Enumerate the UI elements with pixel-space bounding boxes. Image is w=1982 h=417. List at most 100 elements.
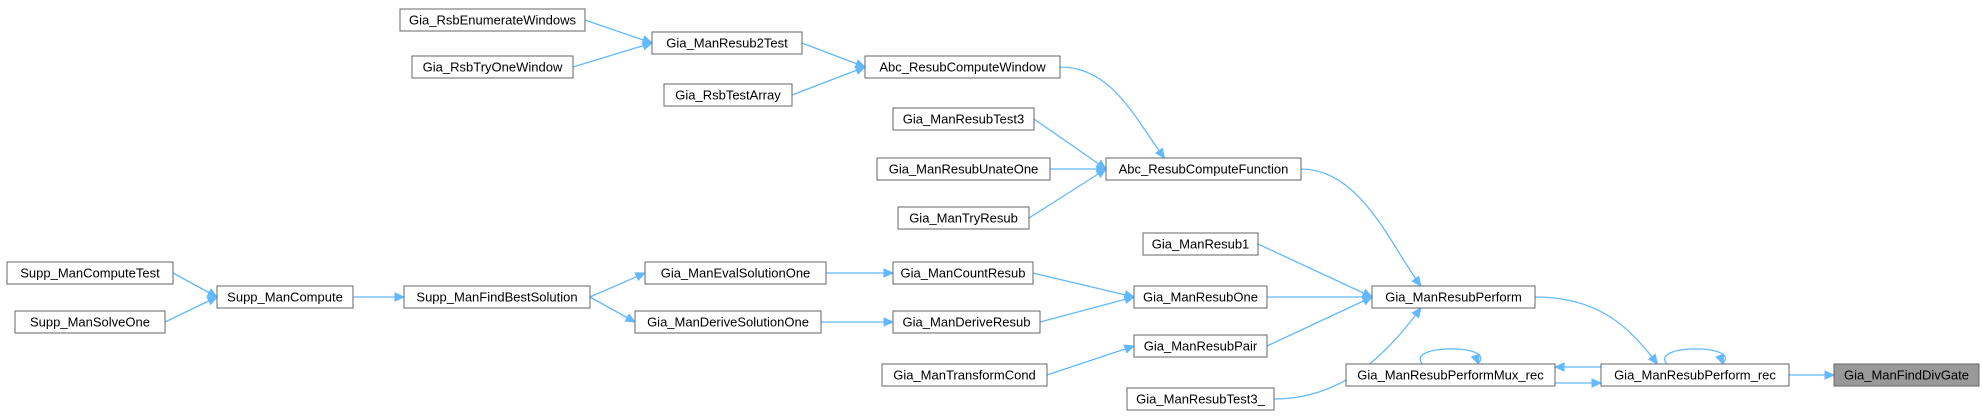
node-box	[411, 55, 574, 79]
arrowhead	[1411, 275, 1422, 287]
arrowhead	[1647, 353, 1659, 365]
node-box	[1600, 363, 1790, 387]
node-unateone[interactable]: Gia_ManResubUnateOne	[876, 157, 1051, 181]
node-countresub[interactable]: Gia_ManCountResub	[892, 261, 1034, 285]
node-perform[interactable]: Gia_ManResubPerform	[1371, 285, 1536, 309]
node-findbest[interactable]: Supp_ManFindBestSolution	[403, 285, 591, 309]
node-box	[634, 310, 822, 334]
edge-line	[1039, 296, 1135, 323]
node-label: Gia_ManTryResub	[909, 211, 1018, 226]
node-muxrec[interactable]: Gia_ManResubPerformMux_rec	[1345, 363, 1556, 387]
arrowhead	[883, 317, 895, 327]
edge-transformcond-to-resubpair	[1046, 344, 1136, 376]
node-label: Abc_ResubComputeFunction	[1119, 162, 1289, 177]
node-label: Gia_ManResubPerformMux_rec	[1357, 368, 1544, 383]
node-computefunction[interactable]: Abc_ResubComputeFunction	[1105, 157, 1302, 181]
node-box	[216, 285, 354, 309]
node-label: Gia_ManResubTest3_	[1136, 392, 1265, 407]
node-deriveresub[interactable]: Gia_ManDeriveResub	[892, 310, 1041, 334]
node-label: Gia_ManResubPair	[1144, 339, 1258, 354]
edge-line	[1032, 272, 1135, 298]
arrowhead	[1715, 353, 1725, 366]
arrowhead	[206, 288, 219, 298]
node-box	[6, 261, 174, 285]
node-box	[892, 261, 1034, 285]
node-testarray[interactable]: Gia_RsbTestArray	[663, 83, 793, 107]
node-enumerate[interactable]: Gia_RsbEnumerateWindows	[399, 8, 586, 32]
node-label: Gia_ManResubOne	[1143, 290, 1258, 305]
arrowhead	[854, 65, 867, 75]
arrowhead	[1361, 296, 1374, 306]
edge-line	[1059, 66, 1166, 159]
edge-solveone-to-compute	[164, 296, 219, 323]
arrowhead	[1154, 147, 1166, 159]
node-box	[1345, 363, 1556, 387]
node-label: Gia_ManTransformCond	[893, 368, 1036, 383]
edge-line	[1046, 345, 1135, 376]
node-label: Gia_ManResubUnateOne	[889, 162, 1039, 177]
edge-computefunction-to-perform	[1300, 168, 1422, 287]
node-box	[1133, 285, 1268, 309]
node-box	[1105, 157, 1302, 181]
node-box	[892, 310, 1041, 334]
node-label: Gia_ManResub2Test	[666, 36, 788, 51]
node-performrec[interactable]: Gia_ManResubPerform_rec	[1600, 363, 1790, 387]
edge-testarray-to-computewindow	[791, 65, 867, 96]
node-tryone[interactable]: Gia_RsbTryOneWindow	[411, 55, 574, 79]
node-resubpair[interactable]: Gia_ManResubPair	[1133, 334, 1268, 358]
edge-line	[1257, 243, 1373, 298]
node-label: Gia_ManDeriveSolutionOne	[647, 315, 809, 330]
node-label: Gia_ManResubTest3	[903, 112, 1024, 127]
node-tryresub[interactable]: Gia_ManTryResub	[897, 206, 1030, 230]
node-resubone[interactable]: Gia_ManResubOne	[1133, 285, 1268, 309]
node-resub2test[interactable]: Gia_ManResub2Test	[651, 31, 803, 55]
edge-muxrec-to-muxrec	[1419, 348, 1482, 366]
edge-line	[589, 272, 646, 298]
edge-enumerate-to-resub2test	[584, 19, 654, 45]
node-box	[1142, 232, 1259, 256]
arrowhead	[1123, 344, 1136, 354]
node-computetest[interactable]: Supp_ManComputeTest	[6, 261, 174, 285]
node-transformcond[interactable]: Gia_ManTransformCond	[881, 363, 1048, 387]
edge-resubpair-to-perform	[1266, 296, 1374, 347]
edge-derivesol-to-deriveresub	[821, 317, 895, 327]
node-box	[1833, 363, 1980, 387]
node-label: Gia_ManDeriveResub	[903, 315, 1031, 330]
arrowhead	[206, 296, 219, 306]
edge-line	[1664, 348, 1726, 365]
node-derivesol[interactable]: Gia_ManDeriveSolutionOne	[634, 310, 822, 334]
arrowhead	[1411, 307, 1422, 319]
node-evalsol[interactable]: Gia_ManEvalSolutionOne	[644, 261, 827, 285]
arrowhead	[1824, 370, 1836, 380]
arrowhead	[634, 272, 647, 282]
node-finddiv[interactable]: Gia_ManFindDivGate	[1833, 363, 1980, 387]
node-label: Gia_ManResub1	[1152, 237, 1250, 252]
arrowhead	[1470, 353, 1480, 366]
node-label: Gia_RsbEnumerateWindows	[409, 13, 576, 28]
node-label: Gia_RsbTryOneWindow	[423, 60, 563, 75]
edge-performrec-to-performrec	[1664, 348, 1726, 366]
arrowhead	[624, 313, 637, 323]
edge-line	[164, 296, 218, 323]
node-resubtest3[interactable]: Gia_ManResubTest3	[892, 107, 1035, 131]
node-resub1[interactable]: Gia_ManResub1	[1142, 232, 1259, 256]
edge-line	[1534, 296, 1658, 365]
node-box	[1371, 285, 1536, 309]
edge-line	[801, 42, 866, 68]
node-label: Gia_ManEvalSolutionOne	[661, 266, 811, 281]
node-compute[interactable]: Supp_ManCompute	[216, 285, 354, 309]
node-box	[651, 31, 803, 55]
node-label: Supp_ManCompute	[227, 290, 343, 305]
edge-evalsol-to-countresub	[826, 268, 895, 278]
node-box	[892, 107, 1035, 131]
node-label: Supp_ManSolveOne	[30, 315, 150, 330]
edge-computetest-to-compute	[172, 272, 219, 298]
node-resubtest3u[interactable]: Gia_ManResubTest3_	[1126, 387, 1275, 411]
node-computewindow[interactable]: Abc_ResubComputeWindow	[864, 55, 1061, 79]
edge-compute-to-findbest	[353, 292, 406, 302]
edge-line	[572, 42, 653, 68]
node-box	[881, 363, 1048, 387]
edge-line	[791, 66, 866, 96]
node-label: Gia_ManCountResub	[900, 266, 1025, 281]
node-solveone[interactable]: Supp_ManSolveOne	[14, 310, 166, 334]
